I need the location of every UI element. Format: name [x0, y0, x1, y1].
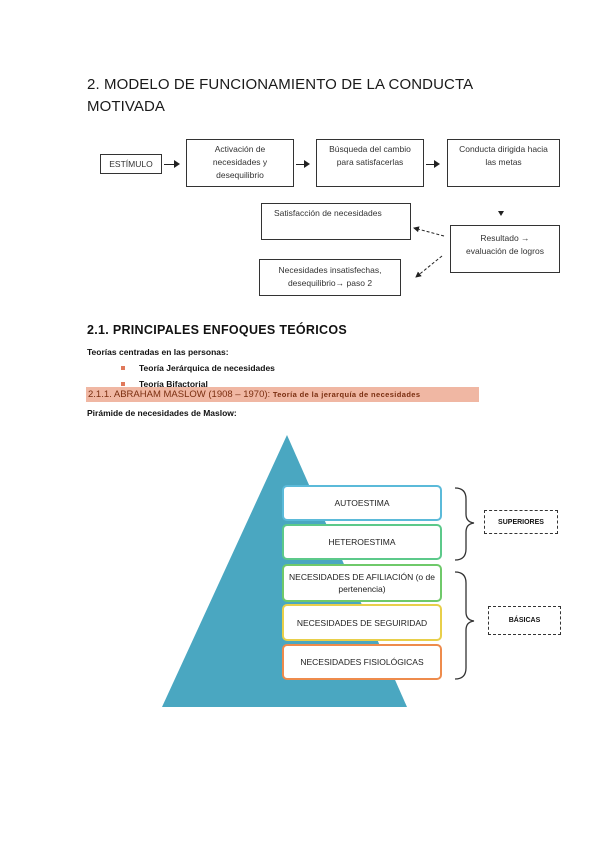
flow-label-satisfaccion: Satisfacción de necesidades	[274, 208, 382, 218]
pyramid-level-label: NECESIDADES DE SEGUIRIDAD	[296, 617, 428, 628]
flow-box-estimulo: ESTÍMULO	[100, 154, 162, 174]
group-basicas: BÁSICAS	[488, 606, 561, 635]
flow-label-activacion: Activación de necesidades y desequilibri…	[212, 144, 268, 180]
pyramid-level-label: NECESIDADES FISIOLÓGICAS	[300, 657, 424, 667]
pyramid-level-heteroestima: HETEROESTIMA	[282, 524, 442, 560]
flow-label-conducta: Conducta dirigida hacia las metas	[459, 144, 548, 167]
list-item-label: Teoría Jerárquica de necesidades	[139, 363, 275, 373]
dashed-arrow-to-satisfaccion	[413, 226, 445, 237]
flow-box-activacion: Activación de necesidades y desequilibri…	[186, 139, 294, 187]
brace-basicas	[454, 571, 475, 680]
group-label: BÁSICAS	[508, 617, 541, 624]
bullet-icon	[121, 381, 125, 386]
enfoques-heading: 2.1. PRINCIPALES ENFOQUES TEÓRICOS	[87, 323, 348, 337]
arrow-head-icon	[174, 160, 180, 168]
bullet-icon	[121, 366, 125, 370]
maslow-heading-small: Teoría de la jerarquía de necesidades	[272, 390, 421, 399]
flow-box-insatisfechas: Necesidades insatisfechas, desequilibrio…	[259, 259, 401, 296]
arrow-head-icon	[304, 160, 310, 168]
flow-box-satisfaccion: Satisfacción de necesidades	[261, 203, 411, 240]
pyramid-level-autoestima: AUTOESTIMA	[282, 485, 442, 521]
flow-box-busqueda: Búsqueda del cambio para satisfacerlas	[316, 139, 424, 187]
arrow-right-1	[164, 164, 176, 165]
pyramid-level-label: HETEROESTIMA	[328, 537, 396, 547]
list-item: Teoría Bifactorial	[121, 377, 275, 393]
pyramid-level-label: AUTOESTIMA	[334, 498, 390, 508]
flow-label-busqueda: Búsqueda del cambio para satisfacerlas	[329, 144, 411, 167]
maslow-heading: 2.1.1. ABRAHAM MASLOW (1908 – 1970): Teo…	[88, 389, 420, 400]
arrow-head-icon	[434, 160, 440, 168]
flow-box-conducta: Conducta dirigida hacia las metas	[447, 139, 560, 187]
dashed-arrow-to-insatisfechas	[415, 255, 443, 278]
section-title: 2. MODELO DE FUNCIONAMIENTO DE LA CONDUC…	[87, 76, 473, 115]
list-item: Teoría Jerárquica de necesidades	[121, 361, 275, 377]
flow-label-insatisfechas: Necesidades insatisfechas, desequilibrio…	[278, 265, 382, 288]
maslow-heading-highlight	[86, 387, 479, 402]
arrow-right-2	[296, 164, 306, 165]
maslow-heading-main: 2.1.1. ABRAHAM MASLOW (1908 – 1970):	[88, 389, 273, 400]
arrow-down-icon	[498, 211, 504, 216]
group-label: SUPERIORES	[498, 518, 544, 526]
list-item-label: Teoría Bifactorial	[139, 378, 208, 389]
flow-label-resultado: Resultado → evaluación de logros	[466, 233, 544, 256]
pyramid-level-seguridad: NECESIDADES DE SEGUIRIDAD	[282, 604, 442, 641]
pyramid-level-afiliacion: NECESIDADES DE AFILIACIÓN (o de pertenen…	[282, 564, 442, 602]
pyramid-level-label: NECESIDADES DE AFILIACIÓN (o de pertenen…	[289, 572, 435, 594]
enfoques-subheading: Teorías centradas en las personas:	[87, 347, 229, 357]
group-superiores: SUPERIORES	[484, 510, 558, 534]
flow-box-resultado: Resultado → evaluación de logros	[450, 225, 560, 273]
brace-superiores	[454, 487, 475, 561]
arrow-right-3	[426, 164, 436, 165]
dashed-arrows	[413, 226, 445, 278]
pyramid-level-fisiologicas: NECESIDADES FISIOLÓGICAS	[282, 644, 442, 680]
flow-label-estimulo: ESTÍMULO	[109, 159, 153, 169]
pyramid-caption: Pirámide de necesidades de Maslow:	[87, 408, 237, 418]
